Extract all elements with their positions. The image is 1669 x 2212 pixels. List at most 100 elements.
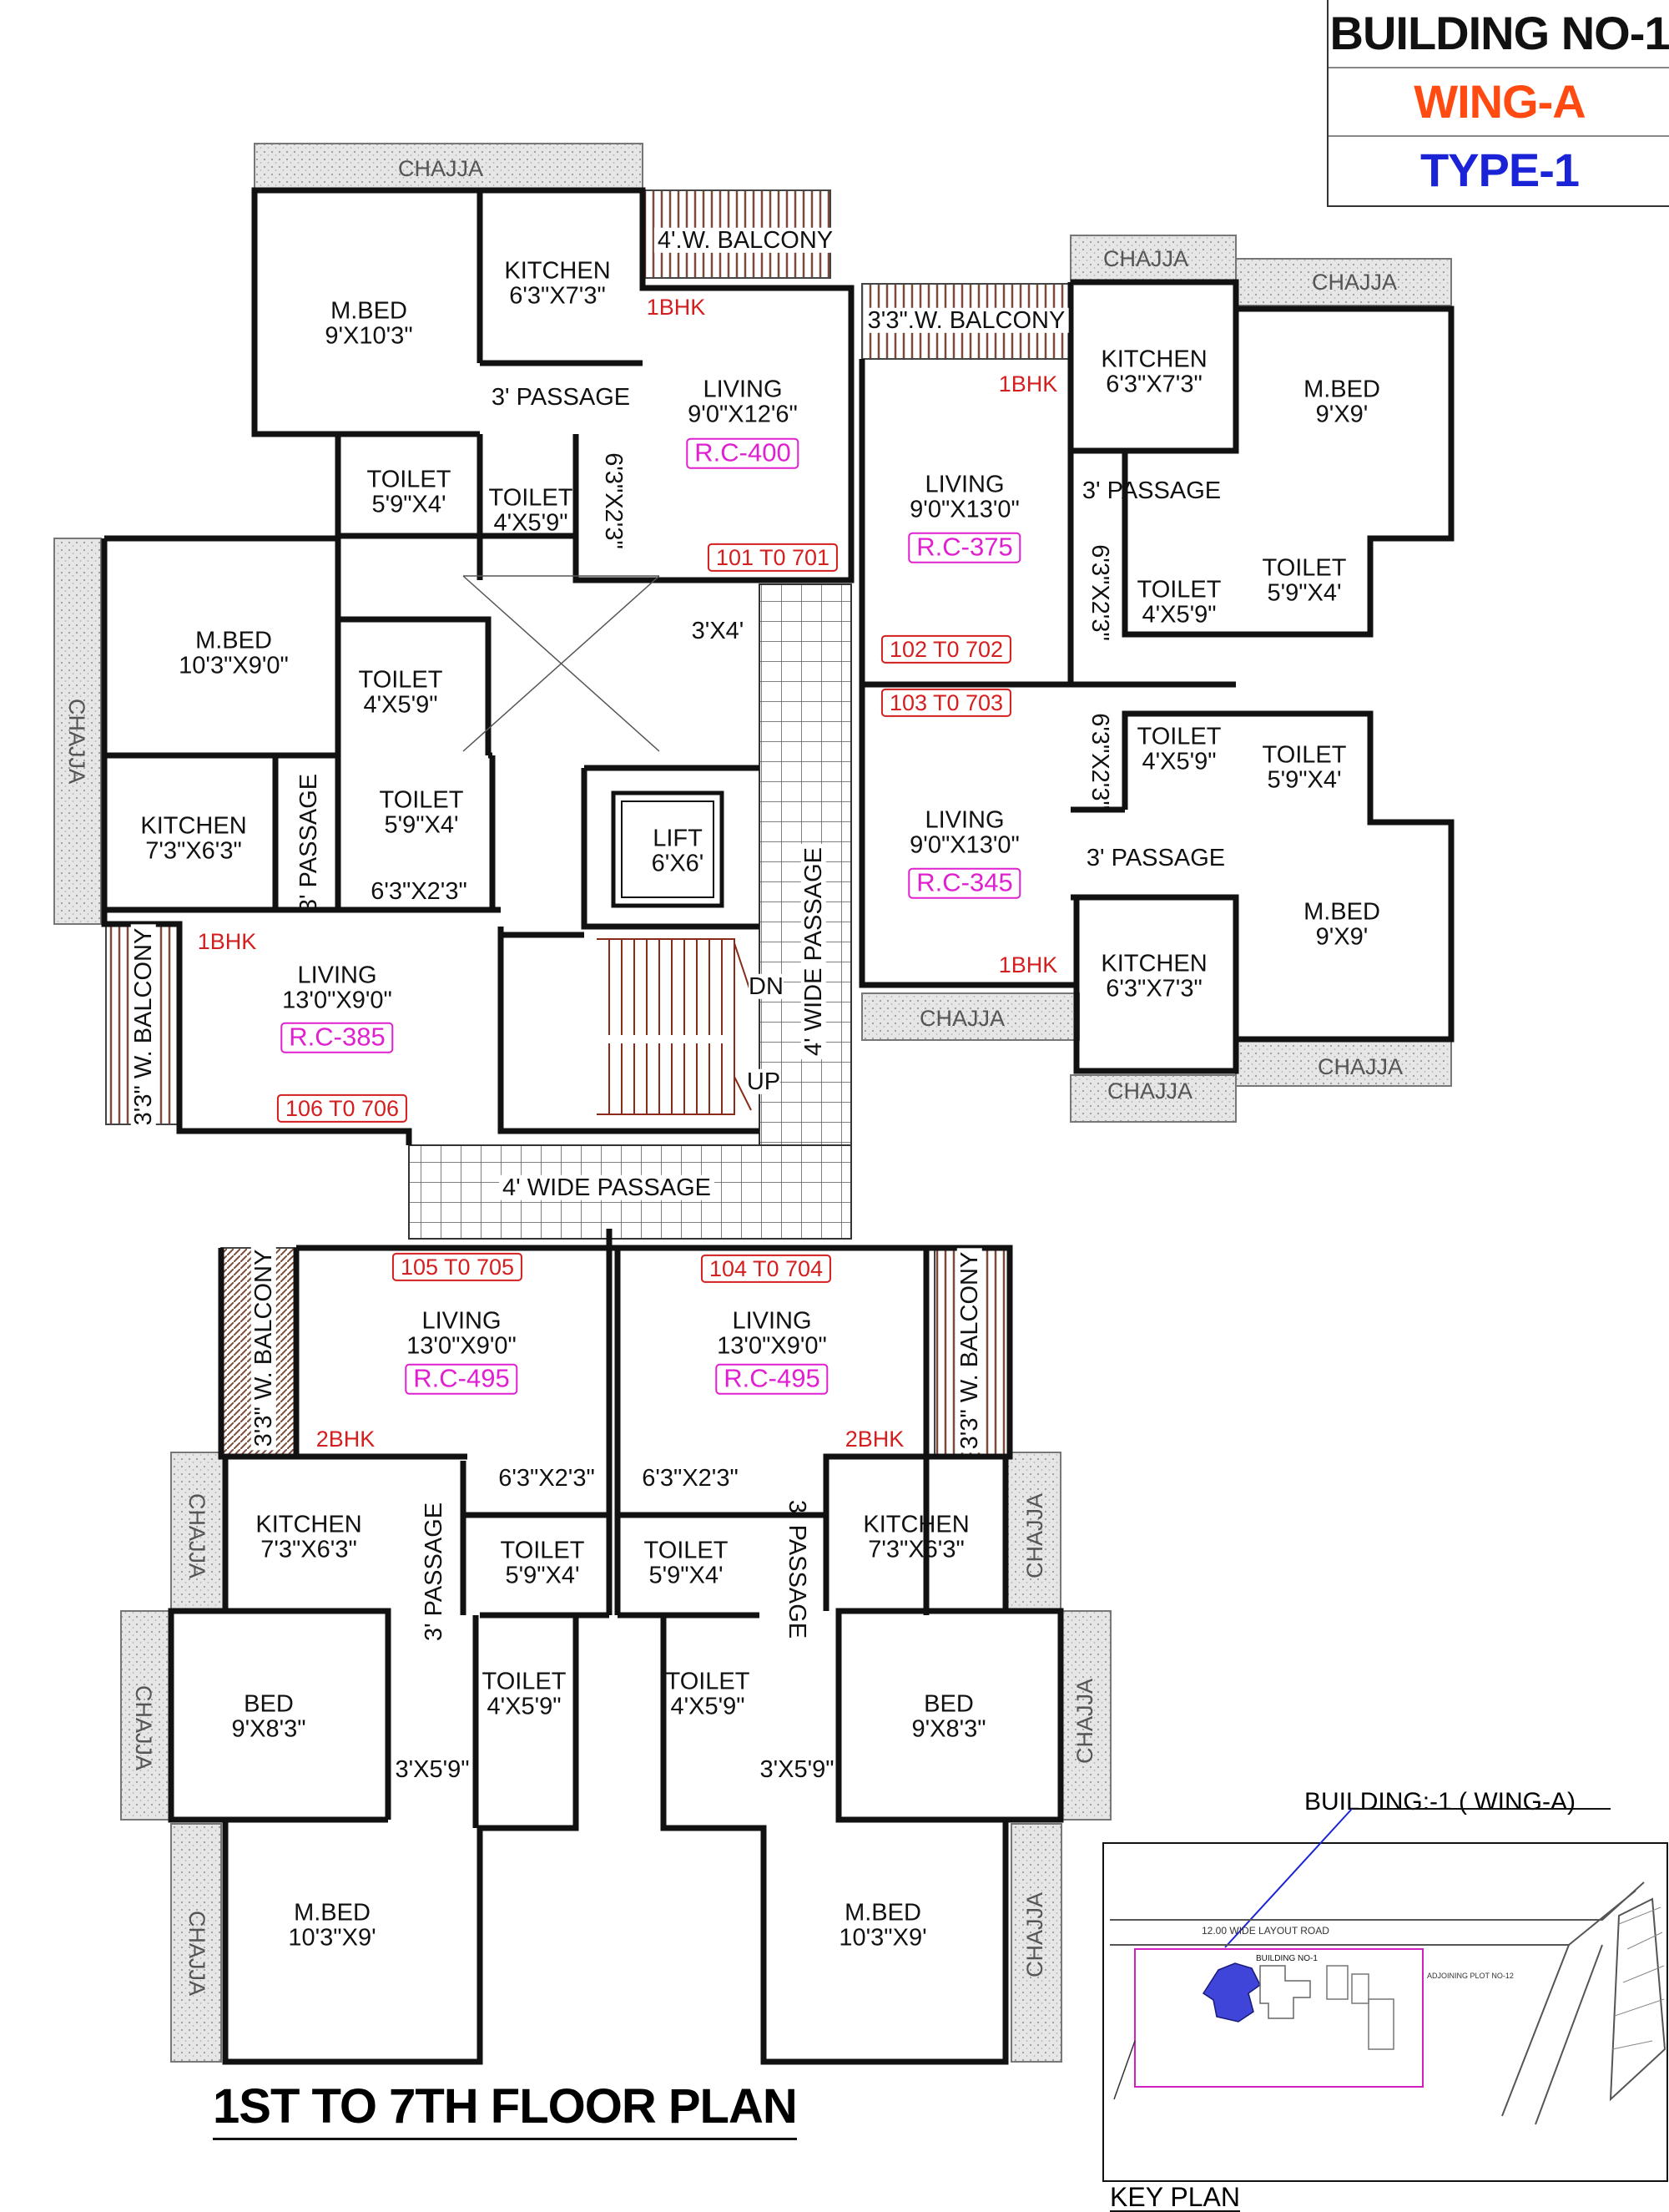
dim-lobby: 3'X4' [691, 617, 744, 644]
unit-range-106: 106 T0 706 [276, 1093, 408, 1124]
dim-label: 3'X5'9" [759, 1755, 834, 1783]
building-title: BUILDING NO-1 [1329, 0, 1669, 68]
floor-plan-title: 1ST TO 7TH FLOOR PLAN [213, 2078, 798, 2140]
unit-type-105: 2BHK [315, 1426, 376, 1452]
chajja-areas [53, 143, 1452, 2063]
passage-label: 3' PASSAGE [784, 1499, 811, 1639]
chajja-label: CHAJJA [1071, 1678, 1097, 1765]
chajja-label: CHAJJA [1311, 269, 1398, 295]
unit-range-105: 105 T0 705 [391, 1252, 523, 1282]
passage-label: 3' PASSAGE [295, 773, 322, 913]
dim-label: 6'3"X2'3" [642, 1464, 739, 1492]
key-plan-map: BUILDING NO-1 12.00 WIDE LAYOUT ROAD ADJ… [1102, 1808, 1668, 2182]
carpet-area-105: R.C-495 [405, 1363, 518, 1395]
key-plan-road-label: 12.00 WIDE LAYOUT ROAD [1202, 1925, 1329, 1937]
passage-label: 3' PASSAGE [420, 1502, 447, 1642]
chajja-label: CHAJJA [1107, 1078, 1193, 1103]
unit-range-104: 104 T0 704 [700, 1254, 832, 1284]
stair-down-label: DN [749, 972, 784, 1000]
unit-type-101: 1BHK [646, 294, 706, 320]
unit-type-104: 2BHK [845, 1426, 905, 1452]
walls [101, 187, 1455, 2065]
unit-type-103: 1BHK [998, 952, 1058, 977]
balcony-label: 4'.W. BALCONY [653, 227, 837, 253]
chajja-label: CHAJJA [1021, 1891, 1047, 1978]
passage-label: 3' PASSAGE [1086, 844, 1226, 871]
dim-label: 6'3"X2'3" [600, 452, 628, 549]
carpet-area-102: R.C-375 [908, 532, 1021, 563]
key-plan-building-tag: BUILDING NO-1 [1256, 1954, 1318, 1963]
carpet-area-106: R.C-385 [280, 1022, 394, 1053]
passage-horizontal-label: 4' WIDE PASSAGE [499, 1174, 714, 1200]
chajja-label: CHAJJA [1021, 1492, 1047, 1579]
dim-label: 6'3"X2'3" [371, 877, 467, 905]
chajja-label: CHAJJA [1317, 1053, 1404, 1079]
chajja-label: CHAJJA [184, 1492, 210, 1579]
chajja-label: CHAJJA [397, 155, 484, 181]
unit-range-101: 101 T0 701 [707, 543, 839, 573]
unit-range-103: 103 T0 703 [880, 688, 1012, 718]
dim-label: 3'X5'9" [395, 1755, 470, 1783]
wing-title: WING-A [1329, 68, 1669, 137]
passage-label: 3' PASSAGE [1082, 477, 1222, 504]
chajja-label: CHAJJA [919, 1005, 1006, 1031]
chajja-label: CHAJJA [64, 698, 90, 785]
carpet-area-104: R.C-495 [715, 1363, 829, 1395]
chajja-label: CHAJJA [1102, 245, 1189, 271]
type-title: TYPE-1 [1419, 144, 1580, 196]
balcony-label: 3'3" W. BALCONY [250, 1245, 277, 1451]
key-plan-title: KEY PLAN [1110, 2182, 1240, 2212]
carpet-area-103: R.C-345 [908, 867, 1021, 899]
stair-up-label: UP [746, 1068, 781, 1095]
chajja-label: CHAJJA [184, 1910, 210, 1997]
key-plan-plot-label: ADJOINING PLOT NO-12 [1427, 1972, 1514, 1980]
unit-type-102: 1BHK [998, 371, 1058, 396]
dim-label: 6'3"X2'3" [1087, 544, 1114, 641]
chajja-label: CHAJJA [131, 1684, 157, 1771]
passage-label: 3' PASSAGE [491, 383, 631, 411]
balcony-label: 3'3" W. BALCONY [956, 1248, 983, 1453]
title-block: BUILDING NO-1 WING-A TYPE-1 [1327, 0, 1669, 207]
unit-type-106: 1BHK [197, 928, 257, 954]
carpet-area-101: R.C-400 [686, 437, 799, 469]
passage-vertical-label: 4' WIDE PASSAGE [800, 844, 827, 1059]
balcony-label: 3'3" W. BALCONY [130, 924, 157, 1129]
dim-label: 6'3"X2'3" [1087, 713, 1114, 810]
dim-label: 6'3"X2'3" [498, 1464, 595, 1492]
unit-range-102: 102 T0 702 [880, 634, 1012, 664]
